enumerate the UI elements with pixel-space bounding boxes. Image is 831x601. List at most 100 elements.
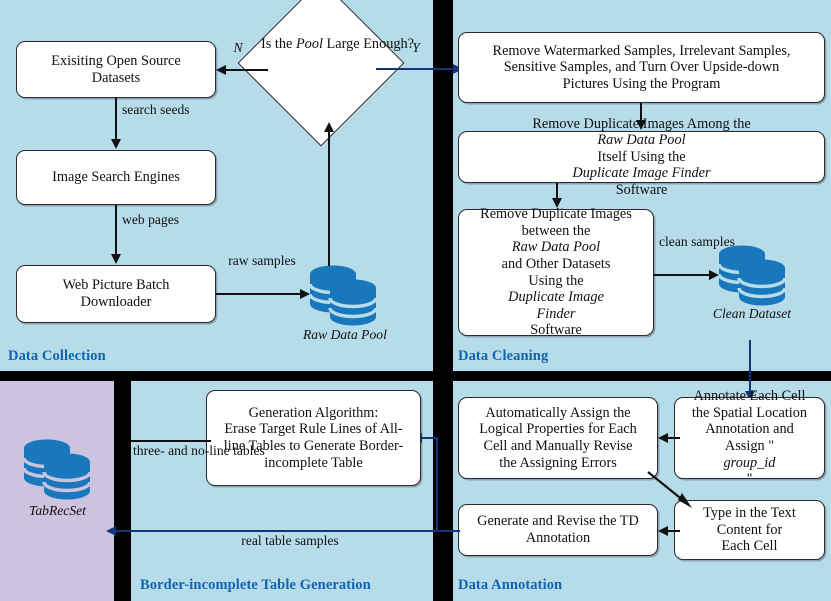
node-line: Downloader <box>80 294 152 310</box>
panel-title-data-annotation: Data Annotation <box>458 577 563 593</box>
node-emphasis: Raw Data Pool <box>597 132 686 149</box>
node-remove-duplicates-across-datasets[interactable]: Remove Duplicate Images between the Raw … <box>458 206 654 339</box>
edge-label-web-pages: web pages <box>122 212 192 227</box>
panel-title-data-collection: Data Collection <box>8 348 106 364</box>
node-line: between the Raw Data Pool <box>480 223 632 256</box>
edge-label-line: pages <box>148 212 180 227</box>
edge-label-line: N <box>233 40 243 55</box>
node-line: incomplete Table <box>264 454 363 471</box>
database-stack-icon <box>22 439 92 500</box>
node-line: Cell and Manually Revise <box>483 438 633 454</box>
node-line: Exisiting Open Source <box>51 52 181 69</box>
arrowhead-decision-no <box>216 65 226 75</box>
node-text: Using the <box>528 272 584 289</box>
decision-label: Is the Pool Large Enough? <box>261 36 414 53</box>
node-image-search-engines[interactable]: Image Search Engines <box>16 150 216 205</box>
node-line: Generate and Revise the TD <box>477 513 639 530</box>
node-emphasis: Duplicate Image Finder <box>572 165 711 182</box>
edge-label-search-seeds: search seeds <box>122 102 192 117</box>
node-generation-algorithm[interactable]: Generation Algorithm: Erase Target Rule … <box>206 390 421 486</box>
edge-label-raw-samples: raw samples <box>227 253 297 268</box>
edge-label-line: web <box>122 212 145 227</box>
arrowhead-step1-to-step2 <box>635 120 646 130</box>
edge-typetext-to-td <box>668 530 680 532</box>
node-line: Logical Properties for Each <box>479 421 637 438</box>
decision-line-2: Large <box>326 36 360 52</box>
node-text: between the <box>521 222 591 239</box>
node-line: Generation Algorithm: <box>248 404 379 421</box>
node-text: Software <box>530 322 582 339</box>
raw-data-pool-database-icon <box>307 264 379 326</box>
node-line: Annotate Each Cell <box>693 388 806 405</box>
edge-label-line: samples <box>252 253 296 268</box>
node-line: Using the Duplicate Image <box>480 273 632 306</box>
edge-label-line: three- and <box>133 443 188 458</box>
edge-label-line: Y <box>412 40 420 55</box>
edge-label-line: samples <box>691 234 735 249</box>
node-remove-duplicates-within-pool[interactable]: Remove Duplicate Images Among the Raw Da… <box>458 116 825 198</box>
node-line: Web Picture Batch <box>62 277 170 294</box>
node-annotate-each-cell[interactable]: Annotate Each Cell the Spatial Location … <box>674 388 825 487</box>
node-line: Remove Duplicate Images <box>480 206 632 223</box>
node-emphasis: Finder <box>536 305 576 322</box>
caption-line: Dataset <box>748 306 792 321</box>
node-line: Annotation <box>525 530 591 546</box>
decision-line1-text: Is the <box>261 36 296 52</box>
panel-title-data-cleaning: Data Cleaning <box>458 348 549 364</box>
node-line: Each Cell <box>721 538 778 555</box>
node-line: Content for <box>716 521 783 538</box>
arrowhead-step2-to-step3 <box>551 198 562 208</box>
node-emphasis: group_id <box>723 454 776 471</box>
node-line: Sensitive Samples, and Turn Over Upside-… <box>503 59 780 76</box>
edge-label-line: real table samples <box>241 533 339 548</box>
arrowhead-step3-to-cleandataset <box>709 270 719 280</box>
node-line: Annotation and <box>705 421 794 438</box>
edge-label-clean-samples: clean samples <box>659 234 735 249</box>
edge-label-real-table-samples: real table samples <box>180 533 400 548</box>
node-line: Finder Software <box>480 306 632 339</box>
panel-title-border-incomplete: Border-incomplete Table Generation <box>140 577 371 593</box>
edge-decision-no-to-opensource <box>226 69 268 71</box>
edge-annotate-to-assign <box>668 437 680 439</box>
edge-assign-to-typetext <box>647 471 692 508</box>
clean-dataset-database-icon <box>716 244 788 306</box>
arrowhead-annotate-to-assign <box>658 433 668 443</box>
edge-label-line: clean <box>659 234 688 249</box>
edge-generation-inlet <box>422 437 438 440</box>
edge-label-line: raw <box>228 253 249 268</box>
edge-rawpool-to-decision <box>328 130 330 266</box>
edge-step1-to-step2 <box>640 103 642 121</box>
clean-dataset-caption: Clean Dataset <box>712 306 792 321</box>
node-assign-logical-properties[interactable]: Automatically Assign the Logical Propert… <box>458 397 658 479</box>
edge-decision-yes-to-cleaning <box>376 68 457 71</box>
node-type-text-content[interactable]: Type in the Text Content for Each Cell <box>674 500 825 560</box>
edge-label-three-and-no-line-tables: three- and no-line tables <box>133 443 265 458</box>
edge-cleandataset-to-annotation <box>749 340 752 393</box>
decision-line-1: Is the Pool <box>261 36 323 52</box>
node-generate-revise-td-annotation[interactable]: Generate and Revise the TD Annotation <box>458 504 658 556</box>
node-line: Assign "group_id" <box>692 438 807 488</box>
node-line: Remove Watermarked Samples, Irrelevant S… <box>492 42 791 59</box>
node-line: the Spatial Location <box>691 404 808 421</box>
node-existing-open-source-datasets[interactable]: Exisiting Open Source Datasets <box>16 41 216 98</box>
edge-generation-to-tabrecset <box>131 440 211 442</box>
database-stack-icon <box>717 245 787 306</box>
node-text: Assign " <box>724 438 775 454</box>
edge-label-line: seeds <box>160 102 190 117</box>
database-stack-icon <box>308 265 378 326</box>
edge-label-line: search <box>122 102 157 117</box>
decision-line1-emphasis: Pool <box>295 36 323 52</box>
caption-line: Clean <box>712 306 746 321</box>
node-text: Itself Using the <box>597 148 686 165</box>
edge-label-no-branch: N <box>228 40 248 55</box>
node-web-picture-batch-downloader[interactable]: Web Picture Batch Downloader <box>16 265 216 323</box>
node-emphasis: Raw Data Pool <box>511 239 601 256</box>
node-line: Image Search Engines <box>52 169 180 186</box>
node-line: and Other Datasets <box>501 255 611 272</box>
node-line: Erase Target Rule Lines of All- <box>224 421 403 438</box>
node-remove-watermarked-samples[interactable]: Remove Watermarked Samples, Irrelevant S… <box>458 32 825 103</box>
arrowhead-engines-to-downloader <box>110 254 121 264</box>
edge-engines-to-downloader <box>115 205 117 255</box>
edge-opensource-to-engines <box>115 98 117 140</box>
node-line: the Assigning Errors <box>499 454 617 471</box>
